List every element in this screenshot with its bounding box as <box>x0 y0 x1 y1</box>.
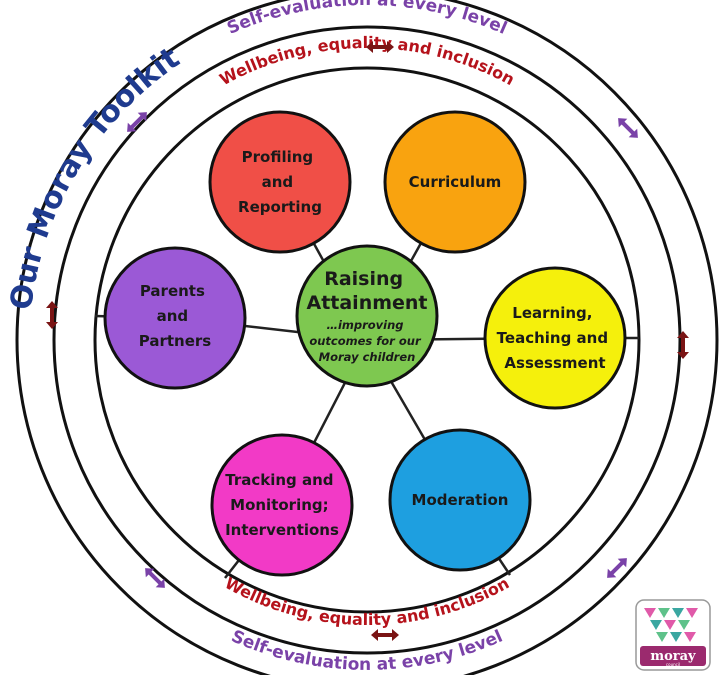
svg-text:Raising Attainment: Raising Attainment <box>306 268 427 314</box>
node-curriculum: Curriculum <box>383 110 527 254</box>
svg-text:Curriculum: Curriculum <box>409 173 502 191</box>
node-tracking: Tracking and Monitoring; Interventions <box>210 433 354 577</box>
double-arrow-icon <box>366 41 394 53</box>
logo-text: moray <box>650 649 696 664</box>
logo-subtext: council <box>666 662 680 667</box>
svg-text:Moderation: Moderation <box>412 491 509 509</box>
double-arrow-icon <box>145 568 165 588</box>
svg-text:Learning, Teaching and: Learning, Teaching and Assessment <box>497 304 614 372</box>
double-arrow-icon <box>618 118 638 138</box>
svg-text:Profiling and Repo: Profiling and Reporting <box>238 148 322 216</box>
svg-text:Parents and Partne: Parents and Partners <box>139 282 212 350</box>
moray-council-logo: moray council <box>635 599 711 671</box>
double-arrow-icon <box>46 301 58 329</box>
node-parents: Parents and Partners <box>103 246 247 390</box>
ring-arrows <box>46 41 689 641</box>
node-moderation: Moderation <box>388 428 532 572</box>
node-profiling: Profiling and Reporting <box>208 110 352 254</box>
double-arrow-icon <box>607 558 627 578</box>
double-arrow-icon <box>127 112 147 132</box>
svg-text:…improving outcomes for: …improving outcomes for our Moray childr… <box>309 318 424 364</box>
double-arrow-icon <box>677 331 689 359</box>
node-learning: Learning, Teaching and Assessment <box>483 266 627 410</box>
node-raising-attainment: Raising Attainment …improving outcomes f… <box>295 244 439 388</box>
logo-triangles <box>644 608 698 642</box>
svg-text:Tracking and Monitoring;: Tracking and Monitoring; Interventions <box>225 471 339 539</box>
double-arrow-icon <box>371 629 399 641</box>
